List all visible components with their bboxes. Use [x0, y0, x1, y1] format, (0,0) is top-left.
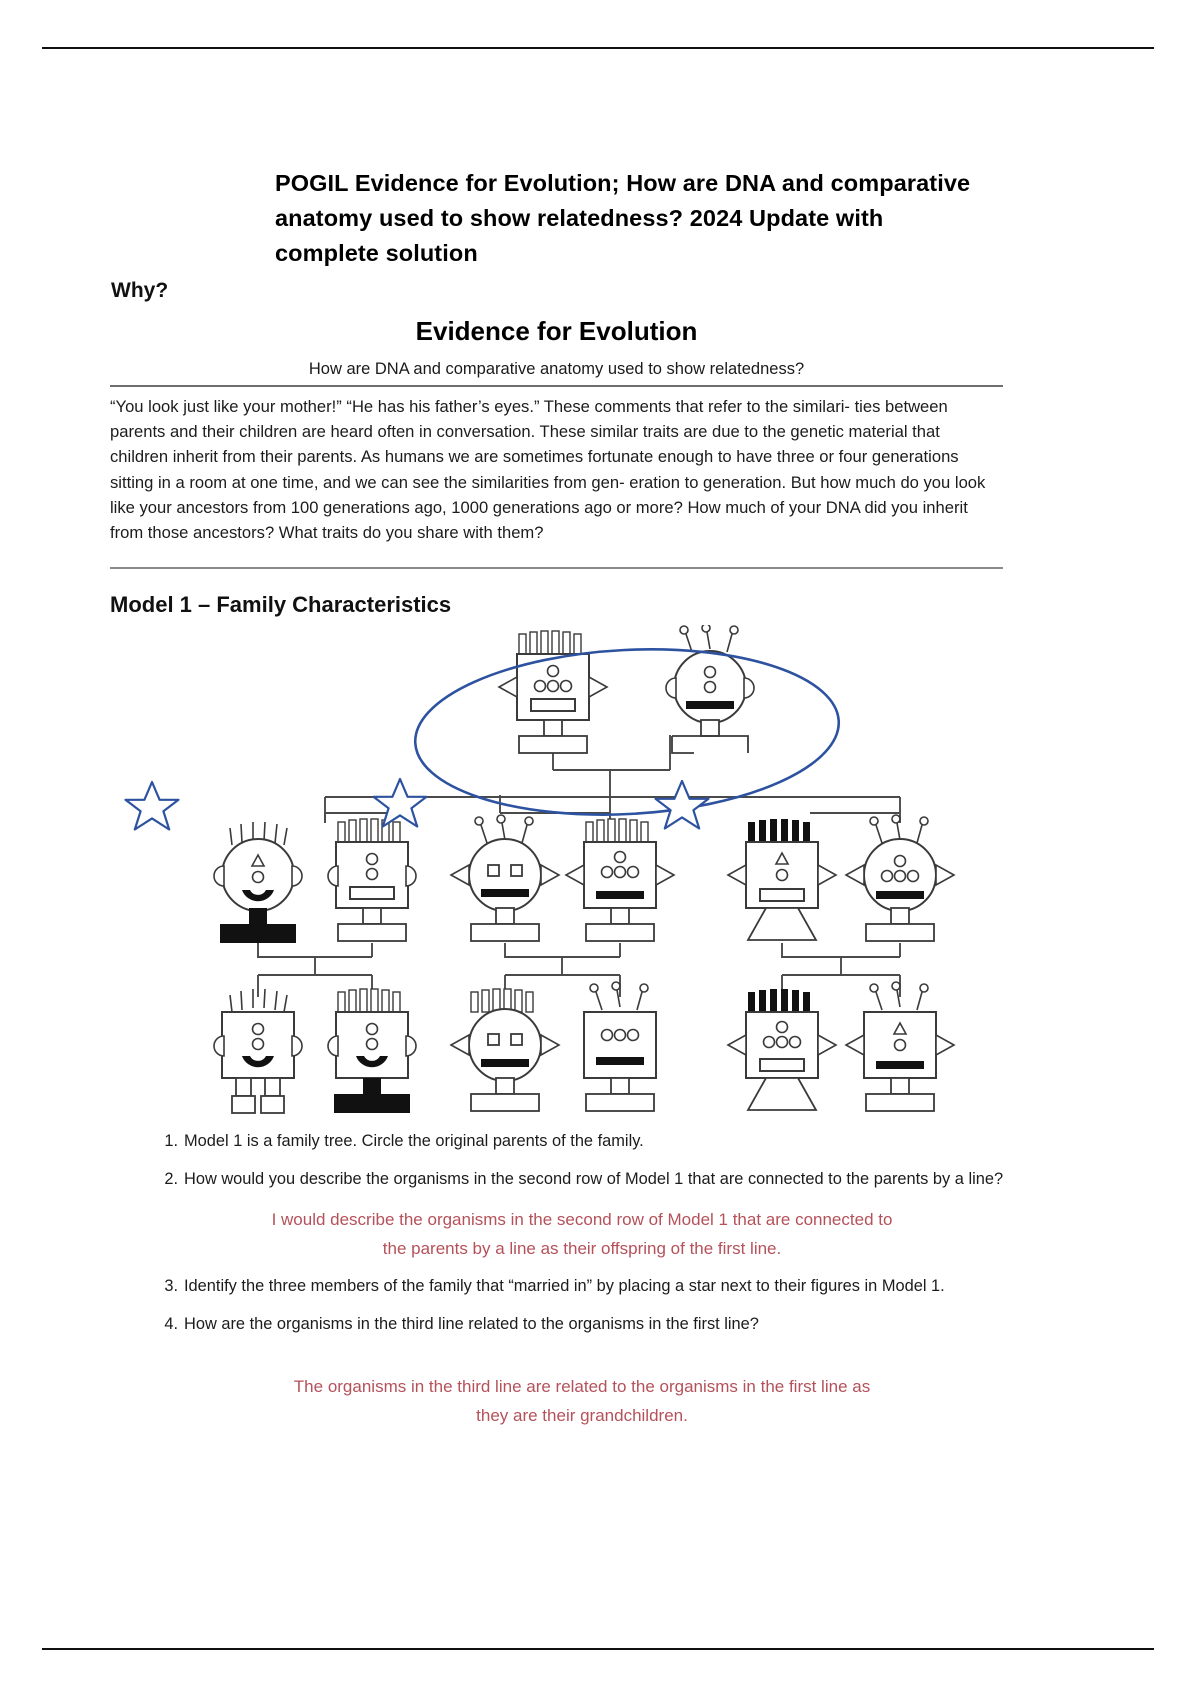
question-4: 4. How are the organisms in the third li… [152, 1313, 1012, 1337]
intro-paragraph: “You look just like your mother!” “He ha… [110, 397, 986, 543]
figure-g3-f4 [583, 981, 657, 1112]
figure-g3-f5 [727, 989, 837, 1111]
question-2-number: 2. [164, 1169, 178, 1188]
section-heading: Evidence for Evolution [415, 316, 698, 346]
question-4-text: How are the organisms in the third line … [184, 1314, 759, 1333]
figure-g1-f2 [665, 625, 755, 754]
figure-g3-f3 [450, 988, 560, 1112]
star-annotation-3 [654, 779, 710, 830]
questions-list: 1. Model 1 is a family tree. Circle the … [152, 1130, 1012, 1442]
figure-g2-f4 [565, 818, 675, 942]
answer-4: The organisms in the third line are rela… [293, 1377, 871, 1425]
question-1-number: 1. [164, 1132, 178, 1150]
figure-g2-f3 [450, 814, 560, 942]
section-subheading: How are DNA and comparative anatomy used… [308, 360, 805, 378]
figure-g3-f6 [845, 981, 955, 1112]
generation-1-figures [498, 625, 755, 754]
question-1: 1. Model 1 is a family tree. Circle the … [152, 1130, 1012, 1154]
page-bottom-rule [42, 1648, 1154, 1650]
page-top-rule [42, 47, 1154, 49]
figure-g3-f1 [213, 988, 303, 1114]
figure-g3-f2 [327, 988, 417, 1113]
figure-g2-f2 [327, 818, 417, 942]
figure-g1-f1 [498, 630, 608, 754]
divider-above-intro [110, 385, 1003, 387]
document-title: POGIL Evidence for Evolution; How are DN… [275, 170, 971, 266]
figure-g2-f1 [213, 821, 303, 943]
hand-drawn-circle-annotation [413, 648, 841, 816]
question-3: 3. Identify the three members of the fam… [152, 1275, 1012, 1299]
answer-2: I would describe the organisms in the se… [271, 1210, 893, 1258]
question-1-text: Model 1 is a family tree. Circle the ori… [184, 1132, 644, 1150]
figure-g2-f6 [845, 814, 955, 942]
why-label: Why? [111, 279, 169, 302]
figure-g2-f5 [727, 819, 837, 941]
family-tree-diagram [110, 625, 1010, 1125]
question-4-number: 4. [164, 1314, 178, 1333]
question-2: 2. How would you describe the organisms … [152, 1168, 1012, 1192]
question-2-text: How would you describe the organisms in … [184, 1169, 1004, 1188]
star-annotation-1 [124, 780, 180, 831]
divider-below-intro [110, 567, 1003, 569]
question-3-text: Identify the three members of the family… [184, 1277, 945, 1295]
model-1-heading: Model 1 – Family Characteristics [110, 592, 452, 617]
question-3-number: 3. [164, 1277, 178, 1295]
generation-2-figures [213, 814, 955, 943]
generation-3-figures [213, 981, 955, 1114]
